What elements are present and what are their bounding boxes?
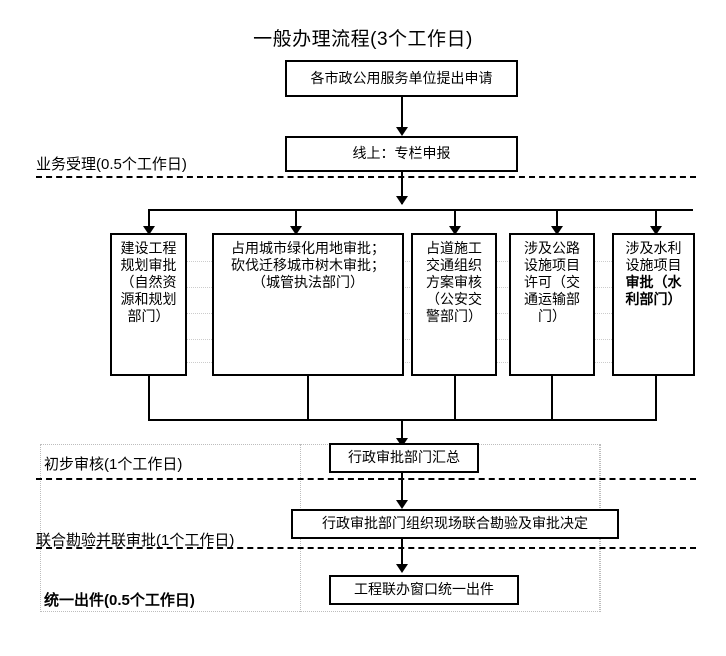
arrowhead-summary-to-joint	[396, 500, 408, 509]
merge-riser-3	[454, 376, 456, 420]
node-highway-facility-permit[interactable]: 涉及公路设施项目许可（交通运输部门）	[509, 233, 595, 376]
fanout-arrowhead-5	[650, 226, 662, 235]
stage-label-joint-survey: 联合勘验并联审批(1个工作日)	[36, 532, 235, 549]
node-joint-decision-label: 行政审批部门组织现场联合勘验及审批决定	[322, 515, 588, 532]
node-summary[interactable]: 行政审批部门汇总	[329, 443, 479, 473]
connector-online-to-fanout	[401, 172, 403, 204]
merge-riser-4	[551, 376, 553, 420]
node-apply[interactable]: 各市政公用服务单位提出申请	[285, 60, 518, 97]
node-green-land-tree-approval[interactable]: 占用城市绿化用地审批；砍伐迁移城市树木审批；（城管执法部门）	[212, 233, 404, 376]
merge-riser-5	[655, 376, 657, 420]
fanout-arrowhead-3	[449, 226, 461, 235]
stage-separator-preliminary-review	[36, 478, 696, 480]
fanout-arrowhead-4	[551, 226, 563, 235]
node-green-land-tree-approval-label: 占用城市绿化用地审批；砍伐迁移城市树木审批；（城管执法部门）	[231, 240, 385, 291]
arrowhead-apply-to-online	[396, 127, 408, 136]
node-summary-label: 行政审批部门汇总	[348, 449, 460, 466]
merge-riser-1	[148, 376, 150, 420]
connector-summary-to-joint	[401, 473, 403, 505]
stage-label-preliminary-review: 初步审核(1个工作日)	[44, 456, 183, 473]
connector-joint-to-issue	[401, 539, 403, 571]
stage-label-acceptance: 业务受理(0.5个工作日)	[36, 156, 187, 173]
node-issue[interactable]: 工程联办窗口统一出件	[329, 575, 519, 605]
node-apply-label: 各市政公用服务单位提出申请	[310, 69, 493, 86]
node-road-traffic-plan-review[interactable]: 占道施工交通组织方案审核（公安交警部门）	[411, 233, 497, 376]
stage-label-unified-issue: 统一出件(0.5个工作日)	[44, 592, 195, 609]
stage-separator-acceptance	[36, 176, 696, 178]
fanout-drop-5	[655, 209, 657, 232]
stage-separator-joint-survey	[36, 547, 696, 549]
node-planning-approval-label: 建设工程规划审批（自然资源和规划部门）	[120, 240, 177, 325]
connector-apply-to-online	[401, 97, 403, 129]
fanout-arrowhead-2	[290, 226, 302, 235]
fanout-drop-4	[556, 209, 558, 232]
fanout-drop-1	[148, 209, 150, 232]
fanout-arrowhead-1	[143, 226, 155, 235]
node-online-declaration-label: 线上：专栏申报	[352, 145, 451, 162]
node-highway-facility-permit-label: 涉及公路设施项目许可（交通运输部门）	[524, 240, 580, 325]
node-water-facility-approval-label: 涉及水利设施项目审批（水利部门）	[625, 240, 682, 308]
fanout-drop-2	[295, 209, 297, 232]
node-road-traffic-plan-review-label: 占道施工交通组织方案审核（公安交警部门）	[426, 240, 482, 325]
node-joint-decision[interactable]: 行政审批部门组织现场联合勘验及审批决定	[291, 509, 619, 539]
node-online-declaration[interactable]: 线上：专栏申报	[285, 136, 518, 172]
arrowhead-merge-to-summary	[396, 438, 408, 447]
page-title: 一般办理流程(3个工作日)	[253, 29, 473, 50]
fanout-bus	[148, 209, 693, 211]
arrowhead-online-to-fanout	[396, 196, 408, 205]
connector-merge-to-summary	[401, 419, 403, 446]
node-planning-approval[interactable]: 建设工程规划审批（自然资源和规划部门）	[110, 233, 187, 376]
arrowhead-joint-to-issue	[396, 564, 408, 573]
node-issue-label: 工程联办窗口统一出件	[354, 581, 494, 598]
node-water-facility-approval[interactable]: 涉及水利设施项目审批（水利部门）	[612, 233, 695, 376]
fanout-drop-3	[454, 209, 456, 232]
merge-riser-2	[307, 376, 309, 420]
